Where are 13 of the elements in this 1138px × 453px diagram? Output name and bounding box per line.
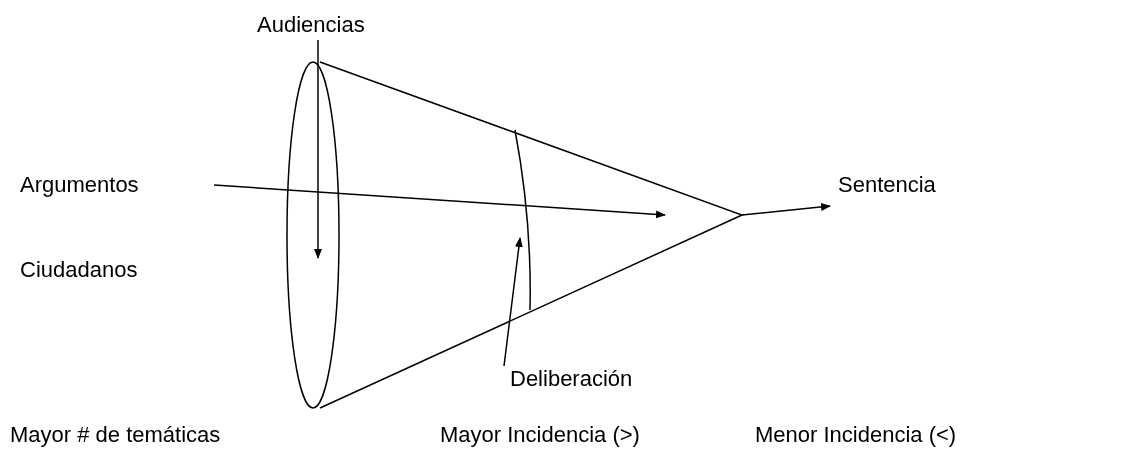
arrow (314, 39, 322, 259)
arrow (741, 202, 831, 216)
node-label: Argumentos (20, 172, 139, 198)
node-label: Audiencias (257, 12, 365, 38)
text-label: Ciudadanos (20, 257, 138, 283)
text-label: Menor Incidencia (<) (755, 422, 957, 448)
node-label: Sentencia (838, 172, 936, 198)
arrow (213, 184, 666, 219)
text-label: Mayor Incidencia (>) (440, 422, 640, 448)
text-label: Mayor # de temáticas (10, 422, 221, 448)
arrow (503, 237, 523, 367)
node-label: Deliberación (510, 366, 633, 392)
cone-drawing (286, 61, 744, 409)
